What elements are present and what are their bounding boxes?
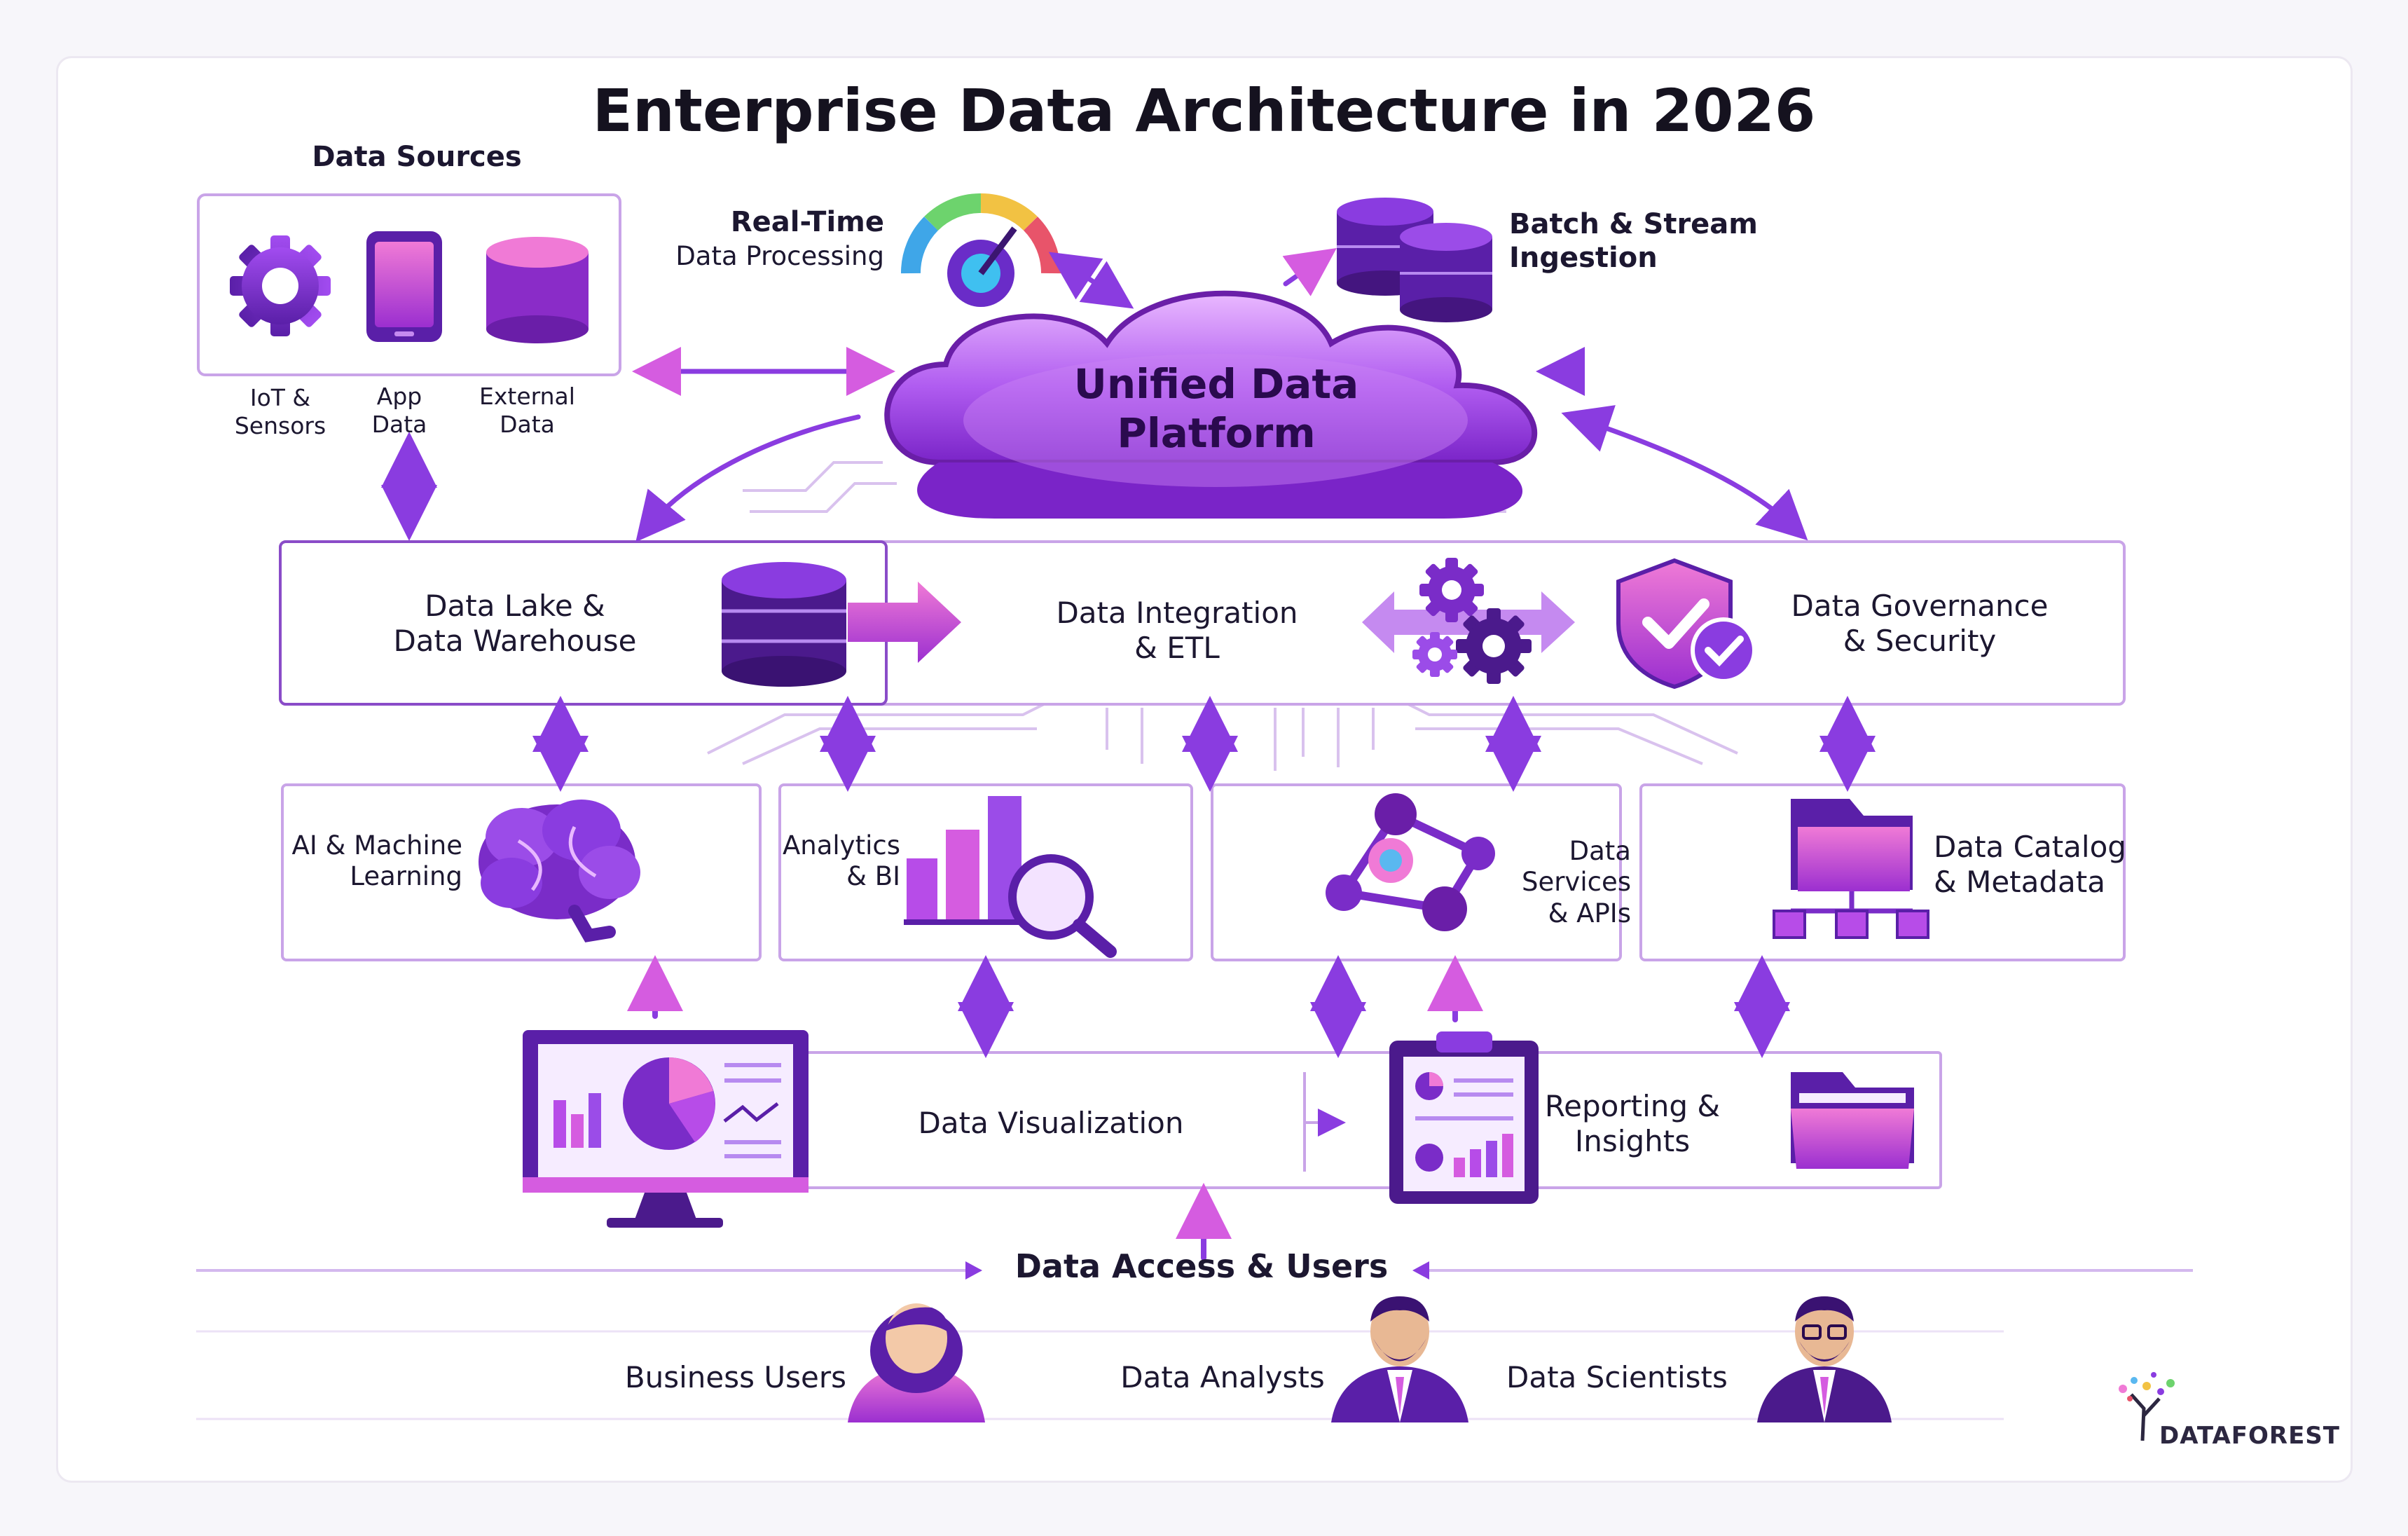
bar-chart-magnifier-icon [904,796,1117,958]
cloud-icon [884,290,1538,519]
user-label-analysts: Data Analysts [1120,1360,1325,1394]
database-stack-icon [1337,198,1492,322]
network-nodes-icon [1326,793,1495,931]
gears-icon [1412,558,1532,684]
monitor-dashboard-icon [523,1030,809,1228]
folder-icon [1791,1072,1914,1169]
data-integration-label: Data Integration & ETL [1056,596,1298,666]
reporting-insights-label: Reporting & Insights [1544,1089,1721,1159]
batch-ingestion-label: Batch & Stream Ingestion [1509,208,1758,274]
platform-lake-arrow [635,414,861,542]
unified-platform-label: Unified Data Platform [1073,360,1359,457]
folder-hierarchy-icon [1773,799,1929,939]
ai-ml-label: AI & Machine Learning [291,830,462,892]
data-governance-label: Data Governance & Security [1791,589,2049,659]
user-label-scientists: Data Scientists [1506,1360,1728,1394]
data-services-box [1211,783,1622,961]
gear-icon [230,235,331,336]
analytics-bi-label: Analytics & BI [782,830,900,892]
data-warehouse-icon [722,562,846,687]
circuit-lines [707,461,1738,771]
user-label-business: Business Users [624,1360,846,1394]
smartphone-icon [366,231,442,342]
platform-governance-arrow [1561,405,1808,541]
data-visualization-label: Data Visualization [918,1106,1184,1140]
realtime-arrow [1048,252,1134,309]
data-analyst-avatar [1331,1296,1468,1422]
dataforest-logo-icon [2119,1372,2175,1441]
data-services-label: Data Services & APIs [1521,836,1631,928]
page-title: Enterprise Data Architecture in 2026 [592,76,1816,145]
database-icon [486,237,589,343]
source-label-iot: IoT & Sensors [234,384,326,439]
flow-right-arrow [848,582,961,663]
realtime-subtitle: Data Processing [675,241,884,271]
data-lake-label: Data Lake & Data Warehouse [393,589,637,659]
brain-icon [479,800,640,942]
business-user-avatar [848,1303,985,1422]
data-scientist-avatar [1757,1296,1892,1422]
source-label-external: External Data [479,383,575,438]
shield-check-icon [1616,558,1756,690]
connector-arrows [381,247,2210,1261]
realtime-title: Real-Time [730,206,884,238]
data-access-heading: Data Access & Users [1014,1247,1389,1285]
data-catalog-label: Data Catalog & Metadata [1934,830,2126,900]
batch-arrow [1282,247,1337,296]
source-label-app: App Data [371,383,427,438]
clipboard-report-icon [1389,1031,1539,1204]
dataforest-brand: DATAFOREST [2159,1422,2340,1450]
data-sources-heading: Data Sources [312,141,522,173]
speed-gauge-icon [900,193,1061,307]
